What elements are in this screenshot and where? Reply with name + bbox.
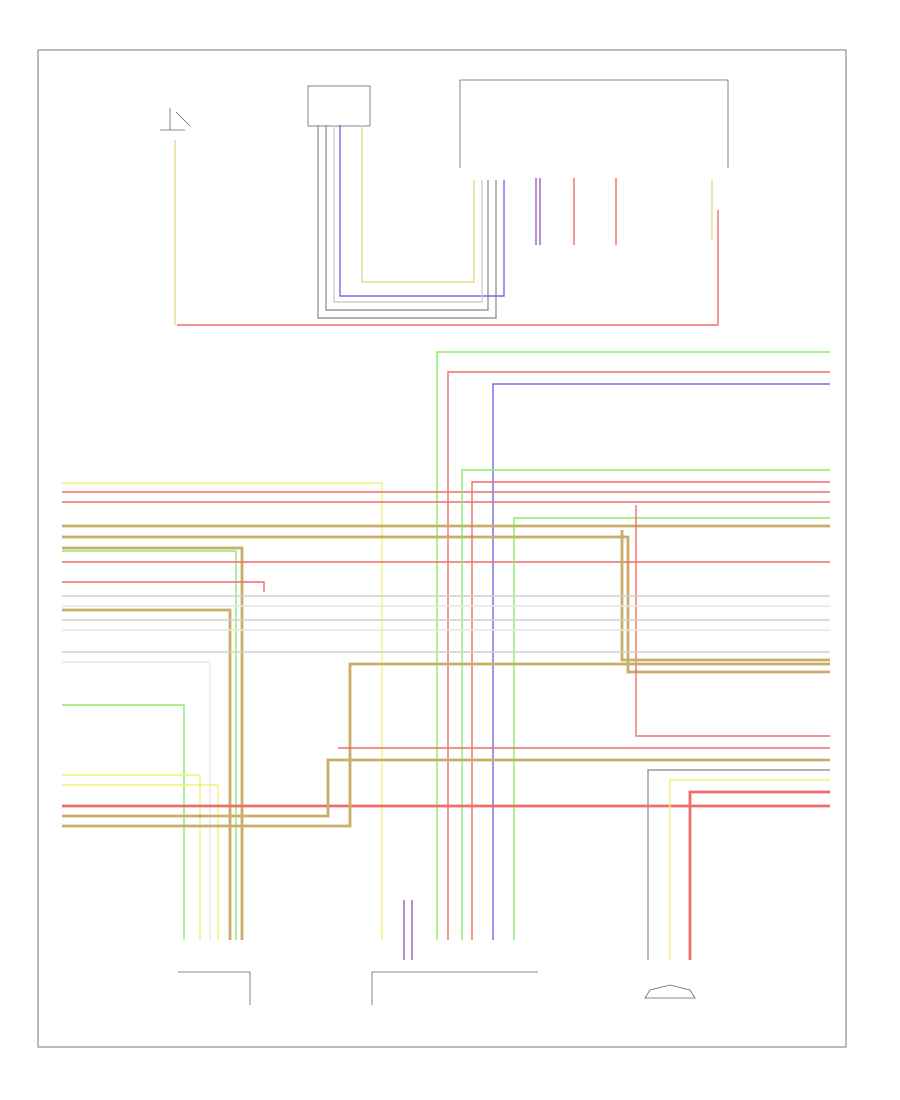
- top-left-switch: [160, 108, 191, 131]
- main-harness: [62, 351, 830, 960]
- top-wires: [174, 125, 719, 326]
- diagram-frame: [37, 49, 847, 1048]
- top-right-module: [459, 79, 729, 168]
- top-center-module: [307, 85, 371, 127]
- bottom-right-sensor: [644, 984, 696, 999]
- bottom-left-connector: [178, 971, 251, 1005]
- bottom-center-connector: [371, 971, 538, 1005]
